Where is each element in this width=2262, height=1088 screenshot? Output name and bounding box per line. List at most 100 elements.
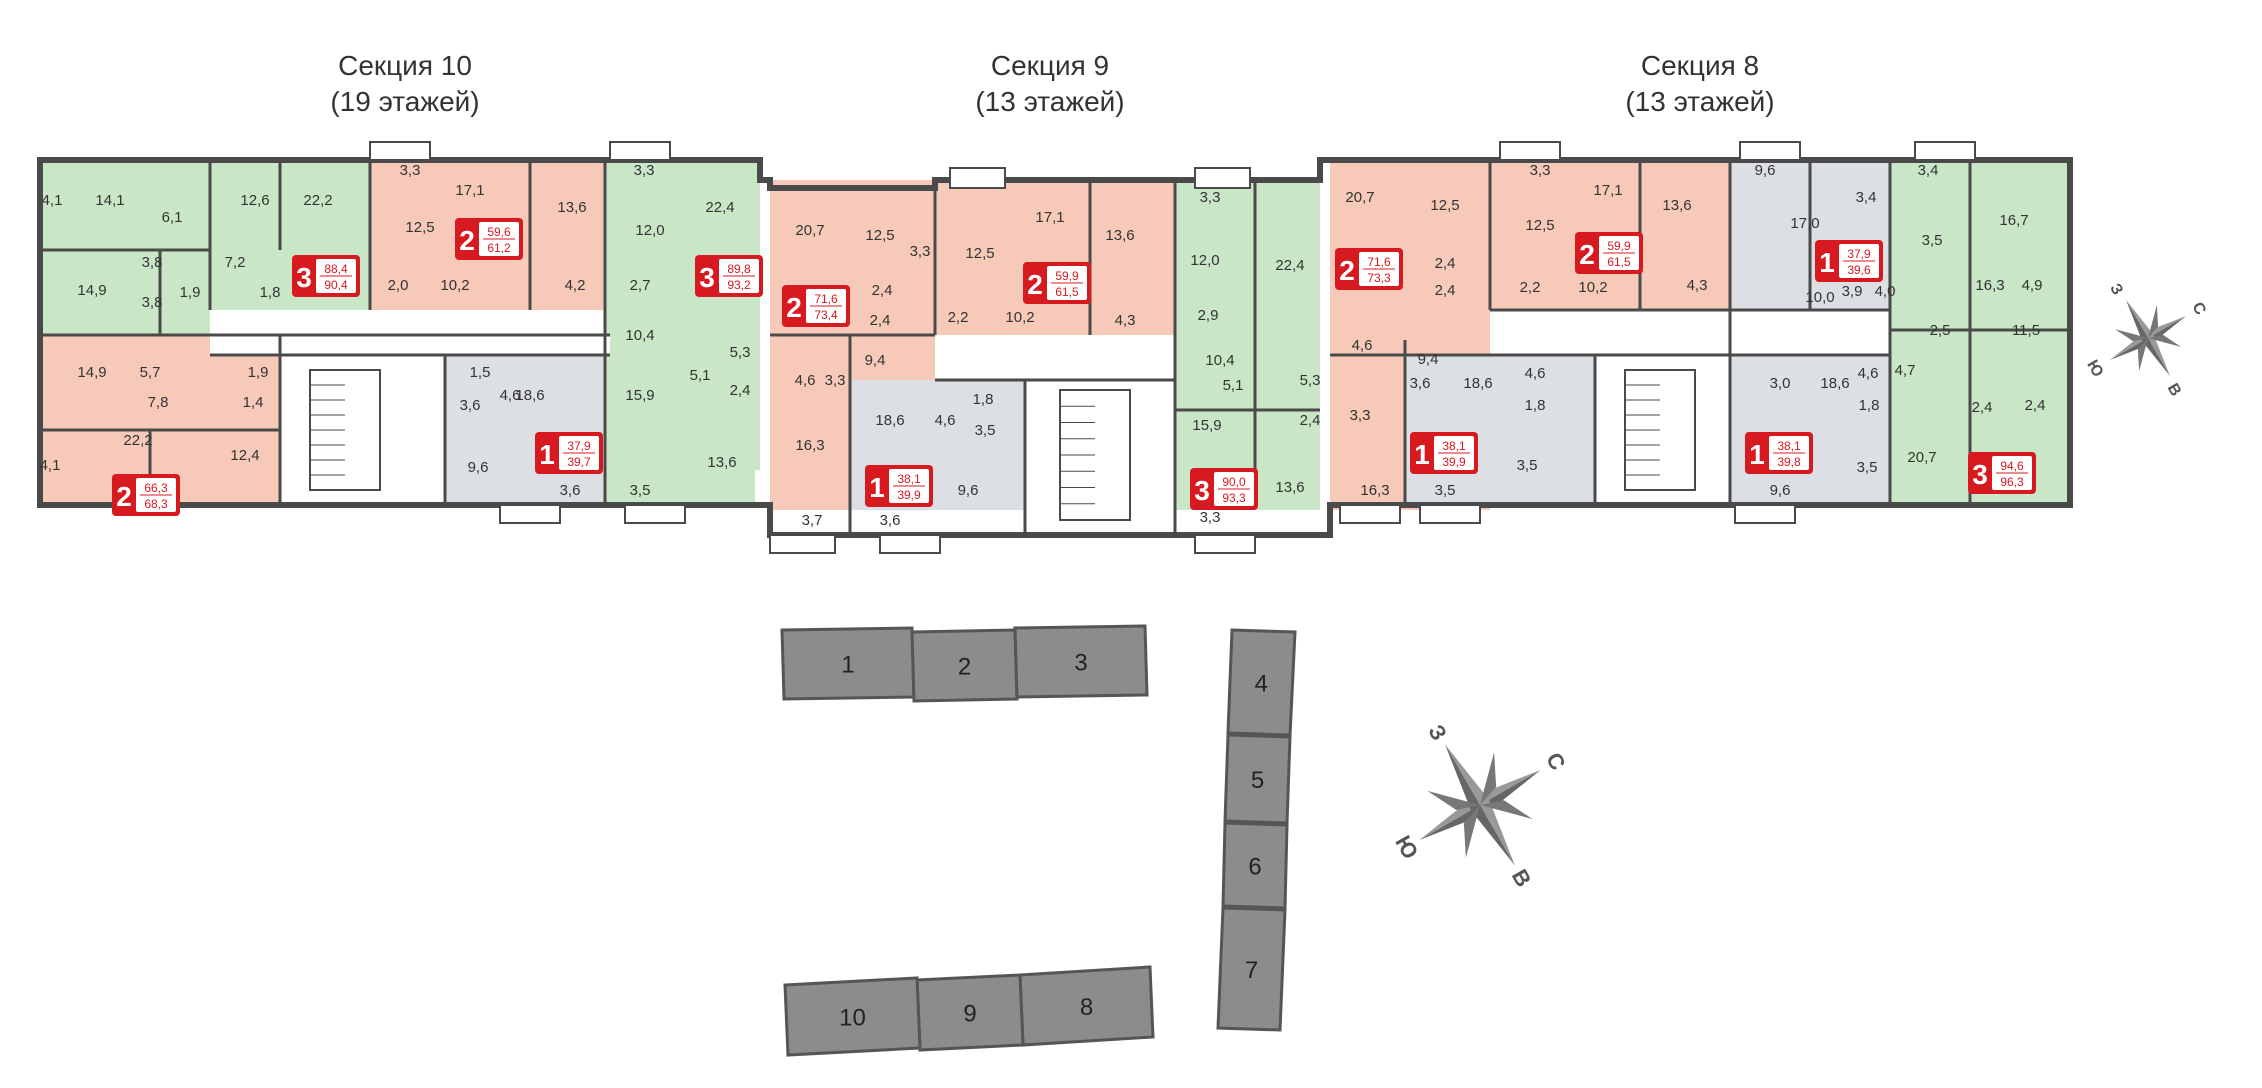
room-area-label: 4,2	[565, 277, 586, 294]
balcony	[769, 534, 836, 554]
badge-rooms: 2	[1339, 255, 1355, 286]
balcony	[1734, 504, 1796, 524]
compass-ray	[2142, 338, 2170, 377]
badge-total-area: 73,3	[1367, 271, 1391, 285]
balcony	[1914, 141, 1976, 161]
badge-rooms: 2	[786, 292, 802, 323]
room-area-label: 13,6	[707, 454, 736, 471]
compass-label: В	[1507, 865, 1537, 891]
room-area-label: 2,4	[1300, 412, 1321, 429]
compass-ray	[1445, 744, 1490, 805]
room-area-label: 5,7	[140, 364, 161, 381]
room-area-label: 17,0	[1790, 215, 1819, 232]
section-10-title: Секция 10 (19 этажей)	[255, 48, 555, 120]
badge-rooms: 3	[699, 262, 715, 293]
room-area-label: 17,1	[455, 182, 484, 199]
room-area-label: 9,6	[1770, 482, 1791, 499]
room-area-label: 12,5	[1430, 197, 1459, 214]
site-block	[1223, 733, 1292, 825]
room-area-label: 22,2	[123, 432, 152, 449]
room-area-label: 1,9	[180, 284, 201, 301]
room-area-label: 5,3	[1300, 372, 1321, 389]
balcony	[879, 534, 941, 554]
badge-rooms: 3	[1194, 475, 1210, 506]
site-block	[1226, 628, 1297, 737]
badge-total-area: 73,4	[814, 308, 838, 322]
section-10-floors: (19 этажей)	[330, 86, 480, 117]
badge-rooms: 1	[539, 439, 555, 470]
room-area-label: 3,5	[630, 482, 651, 499]
badge-living-area: 37,9	[567, 439, 591, 453]
room-area-label: 5,1	[690, 367, 711, 384]
badge-rooms: 1	[869, 472, 885, 503]
compass-ray	[1427, 790, 1480, 810]
room-area-label: 2,4	[872, 282, 893, 299]
badge-rooms: 2	[1579, 239, 1595, 270]
room-area-label: 12,0	[1190, 252, 1219, 269]
compass-ray	[2137, 338, 2148, 372]
room-area-label: 3,6	[460, 397, 481, 414]
corridor	[935, 335, 1175, 380]
room-area-label: 2,5	[1930, 322, 1951, 339]
badge-living-area: 38,1	[1442, 439, 1466, 453]
site-block-label: 7	[1245, 957, 1258, 984]
site-block-label: 9	[963, 1001, 976, 1028]
room-area-label: 3,6	[560, 482, 581, 499]
room-area-label: 1,5	[470, 364, 491, 381]
compass-ray	[2109, 338, 2152, 360]
room-area-label: 15,9	[1192, 417, 1221, 434]
room-area-label: 4,6	[1525, 365, 1546, 382]
room-area-label: 16,3	[795, 437, 824, 454]
apartment-fill	[445, 355, 610, 505]
compass-label: З	[1423, 720, 1452, 744]
badge-total-area: 96,3	[2000, 475, 2024, 489]
room-area-label: 12,6	[240, 192, 269, 209]
apartment-fill	[935, 180, 1175, 335]
corridor	[210, 335, 610, 355]
badge-total-area: 39,9	[1442, 455, 1466, 469]
badge-total-area: 39,8	[1777, 455, 1801, 469]
corridor	[1025, 380, 1175, 535]
room-area-label: 12,5	[1525, 217, 1554, 234]
badge-rooms: 1	[1749, 439, 1765, 470]
compass-label: З	[2106, 281, 2126, 298]
room-area-label: 3,5	[1922, 232, 1943, 249]
badge-living-area: 59,9	[1055, 269, 1079, 283]
compass-ray	[2126, 299, 2148, 342]
room-area-label: 9,6	[468, 459, 489, 476]
room-area-label: 4,3	[1115, 312, 1136, 329]
room-area-label: 3,6	[1410, 375, 1431, 392]
compass-ray	[1474, 770, 1541, 805]
badge-rooms: 1	[1414, 439, 1430, 470]
compass-ray	[2148, 334, 2170, 377]
room-area-label: 7,8	[148, 394, 169, 411]
room-area-label: 20,7	[1907, 449, 1936, 466]
compass-ray	[1445, 744, 1480, 811]
compass-ray	[1470, 805, 1515, 866]
room-area-label: 10,4	[1205, 352, 1234, 369]
room-area-label: 9,4	[1418, 351, 1439, 368]
room-area-label: 2,2	[1520, 279, 1541, 296]
site-block	[1013, 624, 1149, 699]
room-area-label: 2,0	[388, 277, 409, 294]
room-area-label: 4,1	[40, 457, 61, 474]
balcony	[1339, 504, 1401, 524]
corridor	[1490, 310, 1890, 355]
room-area-label: 2,4	[1435, 255, 1456, 272]
room-area-label: 5,1	[1223, 377, 1244, 394]
room-area-label: 1,8	[260, 284, 281, 301]
badge-total-area: 61,5	[1607, 255, 1631, 269]
room-area-label: 3,8	[142, 254, 163, 271]
badge-total-area: 39,9	[897, 488, 921, 502]
room-area-label: 3,5	[1857, 459, 1878, 476]
